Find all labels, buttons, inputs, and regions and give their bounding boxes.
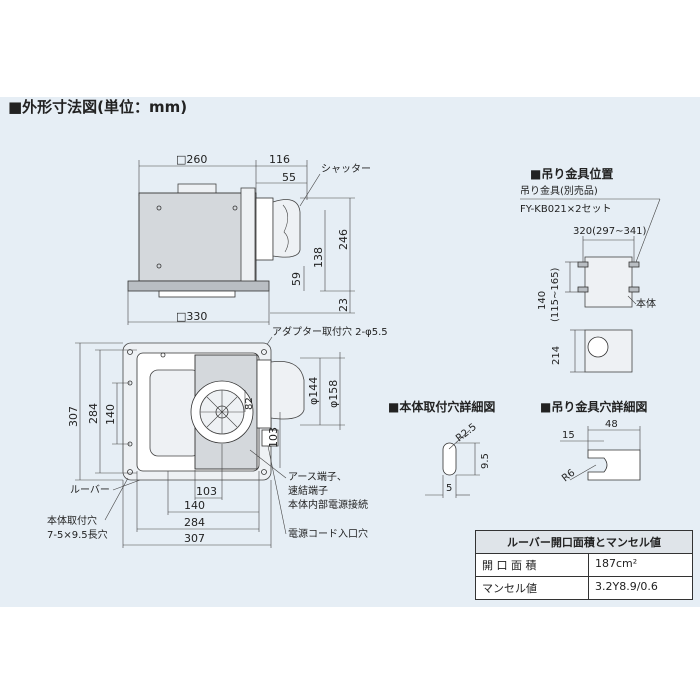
hanger-hole-detail-title: ■吊り金具穴詳細図	[540, 399, 647, 414]
cord-inlet	[261, 429, 279, 447]
mount-hole-label-1: 本体取付穴	[47, 514, 97, 527]
dim-5: 5	[446, 483, 452, 494]
earth-label-3: 本体内部電源接続	[288, 498, 368, 511]
mount-hole-detail: ■本体取付穴詳細図 R2.5 9.5 5	[388, 399, 495, 498]
dim-55: 55	[282, 171, 296, 184]
dim-48: 48	[605, 419, 618, 430]
spec-row-area-label: 開 口 面 積	[476, 554, 589, 576]
spec-row-munsell: マンセル値 3.2Y8.9/0.6	[476, 577, 692, 599]
earth-label-2: 速結端子	[288, 484, 328, 497]
adapter-plan	[256, 359, 272, 429]
louver-front	[158, 290, 236, 298]
dim-284-h: 284	[184, 516, 205, 529]
adapter-hole-label: アダプター取付穴 2-φ5.5	[272, 325, 388, 338]
spec-row-munsell-label: マンセル値	[476, 577, 589, 599]
adapter-box	[255, 197, 274, 261]
dim-phi144: φ144	[307, 377, 320, 405]
dim-103-h: 103	[196, 485, 217, 498]
louver-label: ルーバー	[70, 484, 110, 496]
dim-284-v: 284	[87, 403, 100, 424]
earth-label-1: アース端子、	[288, 470, 347, 483]
spec-row-area: 開 口 面 積 187cm²	[476, 554, 692, 577]
spec-row-area-value: 187cm²	[595, 557, 638, 570]
mount-hole-detail-title: ■本体取付穴詳細図	[388, 399, 495, 414]
hanger-body-top	[584, 256, 633, 308]
dim-307-v: 307	[67, 406, 80, 427]
dim-23: 23	[337, 298, 350, 312]
dim-330: □330	[176, 310, 207, 323]
spec-table: ルーバー開口面積とマンセル値 開 口 面 積 187cm² マンセル値 3.2Y…	[475, 530, 693, 600]
dim-260: □260	[176, 153, 207, 166]
main-body	[138, 192, 257, 282]
spec-row-munsell-value: 3.2Y8.9/0.6	[595, 580, 658, 593]
hanger-part-number: FY-KB021×2セット	[520, 203, 612, 215]
dim-82: 82	[244, 397, 255, 410]
slot-shape	[442, 442, 457, 476]
dim-phi158: φ158	[327, 380, 340, 408]
dim-95: 9.5	[480, 453, 491, 469]
dim-140-hanger: 140	[537, 291, 548, 310]
hanger-part-label: 吊り金具(別売品)	[520, 184, 598, 197]
hanger-position: ■吊り金具位置 吊り金具(別売品) FY-KB021×2セット 320(297∼…	[520, 166, 661, 373]
dim-15: 15	[562, 430, 575, 441]
shutter-plan	[270, 361, 305, 420]
hanger-position-title: ■吊り金具位置	[530, 166, 613, 181]
hanger-body-label: 本体	[636, 297, 656, 310]
mount-hole-label-2: 7-5×9.5長穴	[47, 528, 108, 541]
drawing-sheet	[0, 97, 700, 607]
dim-116: 116	[269, 153, 290, 166]
front-view: □260 116 55 シャッター 246 138 59 23	[127, 153, 388, 353]
bottom-plate	[127, 280, 270, 292]
spec-table-title: ルーバー開口面積とマンセル値	[476, 531, 692, 554]
top-bump	[177, 183, 217, 195]
dim-214: 214	[551, 346, 562, 365]
hanger-plate-shape	[587, 449, 641, 481]
dim-59: 59	[290, 272, 303, 286]
plan-view: 307 284 140 82 φ144 φ158 103 103 140 284…	[47, 342, 368, 548]
hanger-hole-detail: ■吊り金具穴詳細図 48 15 R6	[540, 399, 647, 484]
side-bracket	[240, 187, 256, 285]
dim-103-v: 103	[267, 427, 280, 448]
dim-140-range: (115∼165)	[550, 268, 561, 322]
dim-246: 246	[337, 229, 350, 250]
dim-140-v: 140	[104, 404, 117, 425]
cord-label: 電源コード入口穴	[288, 527, 368, 540]
shutter-label: シャッター	[321, 163, 371, 175]
dim-140-h: 140	[184, 499, 205, 512]
dim-r25: R2.5	[454, 422, 479, 445]
dim-320: 320(297∼341)	[573, 226, 647, 237]
shutter	[272, 199, 301, 258]
dim-138: 138	[312, 247, 325, 268]
dim-r6: R6	[560, 467, 577, 484]
drawing-title: ■外形寸法図(単位：mm)	[8, 98, 187, 116]
dim-307-h: 307	[184, 532, 205, 545]
